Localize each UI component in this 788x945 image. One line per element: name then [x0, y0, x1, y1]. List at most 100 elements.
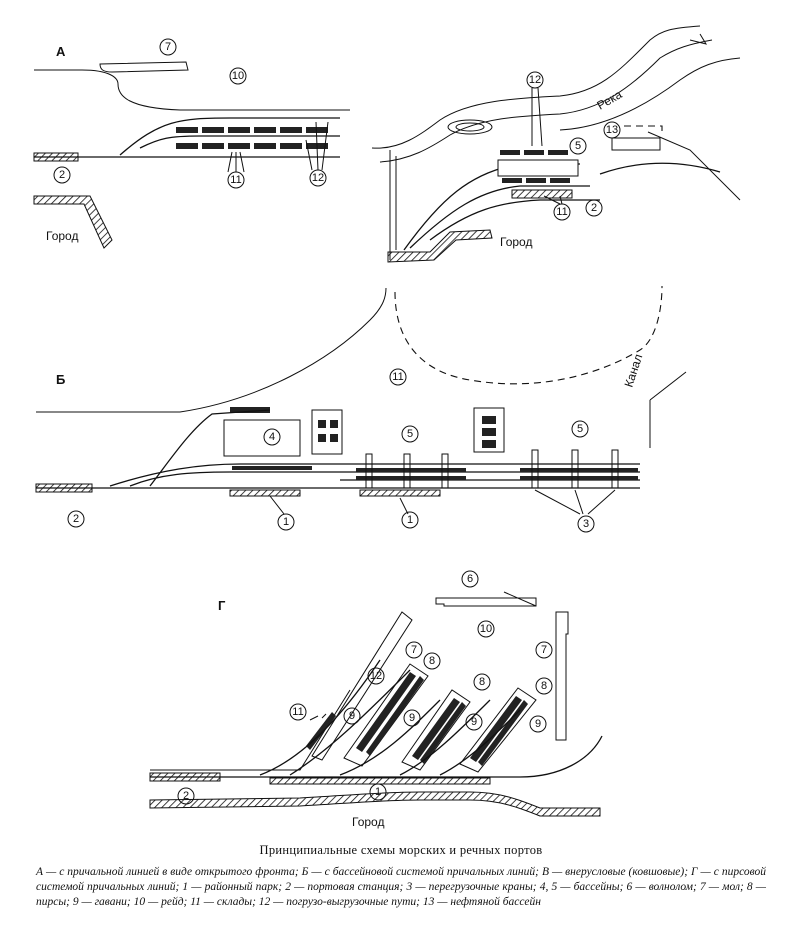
- svg-text:10: 10: [480, 623, 492, 635]
- leader-11-g: [309, 713, 327, 721]
- marker-1-b-2: 1: [401, 511, 419, 529]
- marker-11-river: 11: [553, 203, 571, 221]
- leader-12-river: [531, 87, 543, 147]
- port-schemes-diagram: А Город Река Город: [33, 25, 741, 829]
- leader-1-b: [269, 495, 409, 515]
- svg-text:9: 9: [535, 718, 541, 730]
- river-bank-1: [371, 25, 701, 149]
- svg-text:1: 1: [375, 786, 381, 798]
- svg-text:2: 2: [73, 513, 79, 525]
- svg-text:2: 2: [591, 202, 597, 214]
- track-river-3: [429, 199, 600, 241]
- canal-label: Канал: [622, 352, 646, 389]
- marker-2-a: 2: [53, 166, 71, 184]
- track-g-5: [439, 709, 521, 776]
- river-label: Река: [595, 87, 625, 112]
- svg-text:5: 5: [577, 423, 583, 435]
- svg-text:7: 7: [411, 644, 417, 656]
- marker-1-b-1: 1: [277, 513, 295, 531]
- svg-text:2: 2: [59, 169, 65, 181]
- marker-10-g: 10: [477, 620, 495, 638]
- river-right-line: [647, 131, 741, 201]
- svg-text:9: 9: [349, 710, 355, 722]
- leader-11-a: [227, 151, 245, 173]
- marker-4: 4: [263, 428, 281, 446]
- shoreline-a: [34, 69, 350, 111]
- marker-12-river: 12: [526, 71, 544, 89]
- marker-5-b-2: 5: [571, 420, 589, 438]
- marker-2-river: 2: [585, 199, 603, 217]
- svg-text:7: 7: [165, 41, 171, 53]
- track-river-4: [599, 162, 721, 175]
- pier-b-1: [311, 409, 343, 455]
- section-label-g: Г: [218, 598, 226, 613]
- track-b-2: [129, 471, 640, 487]
- track-g-3: [339, 699, 441, 776]
- station-river: [511, 189, 573, 199]
- warehouses-river: [500, 150, 570, 183]
- marker-5-river: 5: [569, 137, 587, 155]
- svg-text:8: 8: [541, 680, 547, 692]
- cranes-b: [365, 449, 619, 489]
- caption-legend: А — с причальной линией в виде открытого…: [36, 866, 766, 908]
- svg-text:12: 12: [529, 74, 541, 86]
- marker-10-a: 10: [229, 67, 247, 85]
- svg-text:4: 4: [269, 431, 275, 443]
- marker-7-a: 7: [159, 38, 177, 56]
- river-arrow: [689, 33, 708, 45]
- city-label-river: Город: [500, 235, 532, 249]
- warehouse-b-top: [230, 407, 270, 413]
- city-shore-a: [33, 195, 113, 249]
- scheme-river: Река Город: [371, 25, 741, 263]
- city-shore-river: [387, 229, 493, 263]
- marker-9-g-4: 9: [529, 715, 547, 733]
- district-park-b-2: [359, 489, 441, 497]
- track-b-1: [109, 463, 640, 487]
- section-label-b: Б: [56, 372, 65, 387]
- district-park-g: [269, 777, 491, 785]
- leader-11-river: [543, 195, 563, 205]
- track-b-3: [149, 409, 271, 487]
- svg-text:8: 8: [479, 676, 485, 688]
- caption-title: Принципиальные схемы морских и речных по…: [259, 843, 543, 857]
- basin-5-river: [497, 159, 579, 177]
- figure-caption: Принципиальные схемы морских и речных по…: [36, 843, 766, 910]
- marker-12-g: 12: [367, 667, 385, 685]
- marker-9-g-2: 9: [403, 709, 421, 727]
- svg-text:12: 12: [370, 670, 382, 682]
- scheme-a: А Город: [33, 44, 350, 249]
- svg-text:5: 5: [575, 140, 581, 152]
- marker-11-g: 11: [289, 703, 307, 721]
- section-label-a: А: [56, 44, 66, 59]
- city-label-g: Город: [352, 815, 384, 829]
- district-park-b-1: [229, 489, 301, 497]
- oil-basin: [611, 137, 661, 151]
- marker-5-b-1: 5: [401, 425, 419, 443]
- river-bank-2: [379, 39, 713, 163]
- svg-text:3: 3: [583, 518, 589, 530]
- warehouses-a: [176, 127, 328, 149]
- svg-text:10: 10: [232, 70, 244, 82]
- marker-8-g-2: 8: [473, 673, 491, 691]
- track-river-2: [409, 185, 590, 249]
- track-g-4: [399, 699, 491, 776]
- canal-edge: [649, 371, 687, 448]
- svg-text:1: 1: [407, 514, 413, 526]
- marker-8-g-3: 8: [535, 677, 553, 695]
- svg-text:9: 9: [471, 716, 477, 728]
- scheme-b: Б Канал: [35, 285, 687, 515]
- svg-text:8: 8: [429, 655, 435, 667]
- roadstead-b: [394, 285, 663, 385]
- svg-text:11: 11: [292, 706, 303, 718]
- svg-text:11: 11: [556, 206, 567, 218]
- svg-text:7: 7: [541, 644, 547, 656]
- marker-13: 13: [603, 121, 621, 139]
- marker-2-g: 2: [177, 787, 195, 805]
- marker-11-a: 11: [227, 171, 245, 189]
- city-label-a: Город: [46, 229, 78, 243]
- track-g-1: [259, 659, 381, 776]
- marker-6: 6: [461, 570, 479, 588]
- marker-11-b: 11: [389, 368, 407, 386]
- svg-text:9: 9: [409, 712, 415, 724]
- svg-text:11: 11: [392, 371, 403, 383]
